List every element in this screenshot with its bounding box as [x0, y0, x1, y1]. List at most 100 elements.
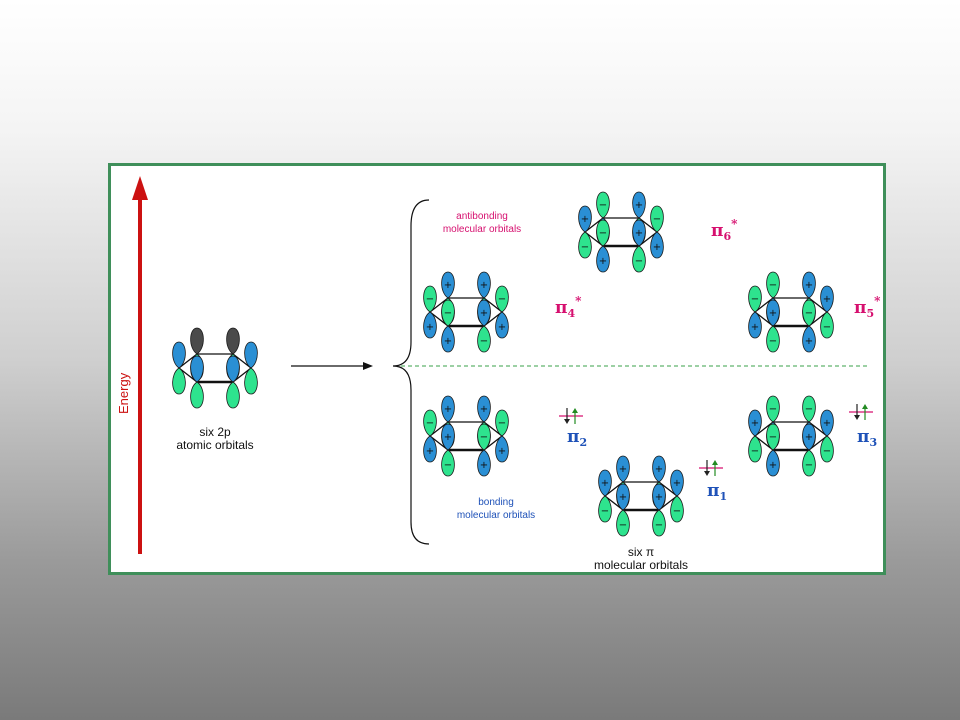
- upper-lobe: [190, 355, 204, 383]
- upper-lobe: [441, 299, 455, 327]
- lower-lobe: [244, 367, 258, 395]
- lobe-pair-icon: −+: [802, 299, 816, 353]
- lobe-pair-icon: +−: [441, 423, 455, 477]
- upper-lobe: [632, 219, 646, 247]
- phase-sign: −: [619, 520, 627, 531]
- upper-lobe: [820, 285, 834, 313]
- upper-lobe: [477, 271, 491, 299]
- phase-sign: +: [673, 478, 681, 489]
- upper-lobe: [616, 455, 630, 483]
- orbital-pi6: +−−++−−++−−+: [578, 191, 664, 273]
- phase-sign: +: [444, 280, 452, 291]
- phase-sign: +: [769, 308, 777, 319]
- phase-sign: −: [599, 200, 607, 211]
- hexagon-ring: [428, 297, 504, 327]
- phase-sign: +: [426, 322, 434, 333]
- lobe-pair-icon: −+: [441, 299, 455, 353]
- diagram-panel: Energy six 2p atomic orbitals antibondin…: [108, 163, 886, 575]
- lower-lobe: [748, 311, 762, 339]
- phase-sign: −: [444, 460, 452, 471]
- upper-lobe: [190, 327, 204, 355]
- phase-sign: −: [480, 336, 488, 347]
- lobe-pair-icon: −+: [650, 205, 664, 259]
- bonding-label-line2: molecular orbitals: [457, 510, 535, 521]
- phase-sign: −: [673, 506, 681, 517]
- phase-sign: +: [480, 308, 488, 319]
- lower-lobe: [172, 367, 186, 395]
- upper-lobe: [766, 423, 780, 451]
- upper-lobe: [495, 409, 509, 437]
- phase-sign: −: [498, 418, 506, 429]
- hexagon-ring: [603, 481, 679, 511]
- phase-sign: +: [444, 336, 452, 347]
- lower-lobe: [578, 231, 592, 259]
- phase-sign: −: [805, 460, 813, 471]
- spin-down-head: [564, 419, 570, 424]
- upper-lobe: [802, 395, 816, 423]
- orbital-pi2: −++−+−−+−++−: [423, 395, 509, 477]
- lower-lobe: [802, 325, 816, 353]
- upper-lobe: [226, 327, 240, 355]
- electron-pair-icon: [559, 408, 583, 424]
- lobe-pair-icon: +−: [477, 299, 491, 353]
- lobe-pair-icon: +−: [748, 409, 762, 463]
- phase-sign: +: [619, 464, 627, 475]
- upper-lobe: [652, 483, 666, 511]
- pi2-label: π2: [567, 427, 587, 449]
- lobe-pair-icon: +−: [652, 483, 666, 537]
- phase-sign: +: [444, 432, 452, 443]
- hexagon-ring: [753, 421, 829, 451]
- upper-lobe: [652, 455, 666, 483]
- phase-sign: +: [498, 322, 506, 333]
- bottom-label-line2: molecular orbitals: [594, 558, 688, 572]
- lobe-pair-icon: +−: [820, 285, 834, 339]
- phase-sign: +: [635, 228, 643, 239]
- phase-sign: +: [823, 294, 831, 305]
- spin-up-head: [712, 460, 718, 465]
- antibonding-label-line2: molecular orbitals: [443, 224, 521, 235]
- phase-sign: +: [805, 336, 813, 347]
- phase-sign: +: [655, 492, 663, 503]
- phase-sign: +: [498, 446, 506, 457]
- lobe-pair-icon: [244, 341, 258, 395]
- molecule-layer: +−−++−−++−−+−++−+−−++−−+−+−++−+−−++−−++−…: [172, 191, 834, 537]
- upper-lobe: [748, 285, 762, 313]
- phase-sign: +: [653, 242, 661, 253]
- lobe-pair-icon: +−: [670, 469, 684, 523]
- upper-lobe: [477, 395, 491, 423]
- upper-lobe: [802, 271, 816, 299]
- phase-sign: −: [635, 256, 643, 267]
- lower-lobe: [632, 245, 646, 273]
- upper-lobe: [766, 299, 780, 327]
- upper-lobe: [423, 409, 437, 437]
- upper-lobe: [477, 423, 491, 451]
- phase-sign: −: [769, 404, 777, 415]
- upper-lobe: [244, 341, 258, 369]
- lower-lobe: [820, 311, 834, 339]
- phase-sign: +: [751, 418, 759, 429]
- upper-lobe: [596, 191, 610, 219]
- bonding-label-line1: bonding: [478, 497, 514, 508]
- lower-lobe: [495, 435, 509, 463]
- phase-sign: −: [805, 404, 813, 415]
- lobe-pair-icon: −+: [495, 285, 509, 339]
- lower-lobe: [423, 435, 437, 463]
- orbital-pi1: +−+−+−+−+−+−: [598, 455, 684, 537]
- phase-sign: −: [805, 308, 813, 319]
- phase-sign: −: [769, 336, 777, 347]
- static-layer: Energy six 2p atomic orbitals antibondin…: [116, 176, 881, 572]
- phase-sign: −: [769, 280, 777, 291]
- upper-lobe: [766, 271, 780, 299]
- upper-lobe: [650, 205, 664, 233]
- phase-sign: −: [751, 446, 759, 457]
- lobe-pair-icon: −+: [423, 285, 437, 339]
- upper-lobe: [172, 341, 186, 369]
- upper-lobe: [441, 423, 455, 451]
- upper-lobe: [596, 219, 610, 247]
- phase-sign: −: [426, 418, 434, 429]
- phase-sign: +: [805, 432, 813, 443]
- upper-lobe: [766, 395, 780, 423]
- lower-lobe: [441, 325, 455, 353]
- lobe-pair-icon: [172, 341, 186, 395]
- atomic-label-line1: six 2p: [199, 425, 231, 439]
